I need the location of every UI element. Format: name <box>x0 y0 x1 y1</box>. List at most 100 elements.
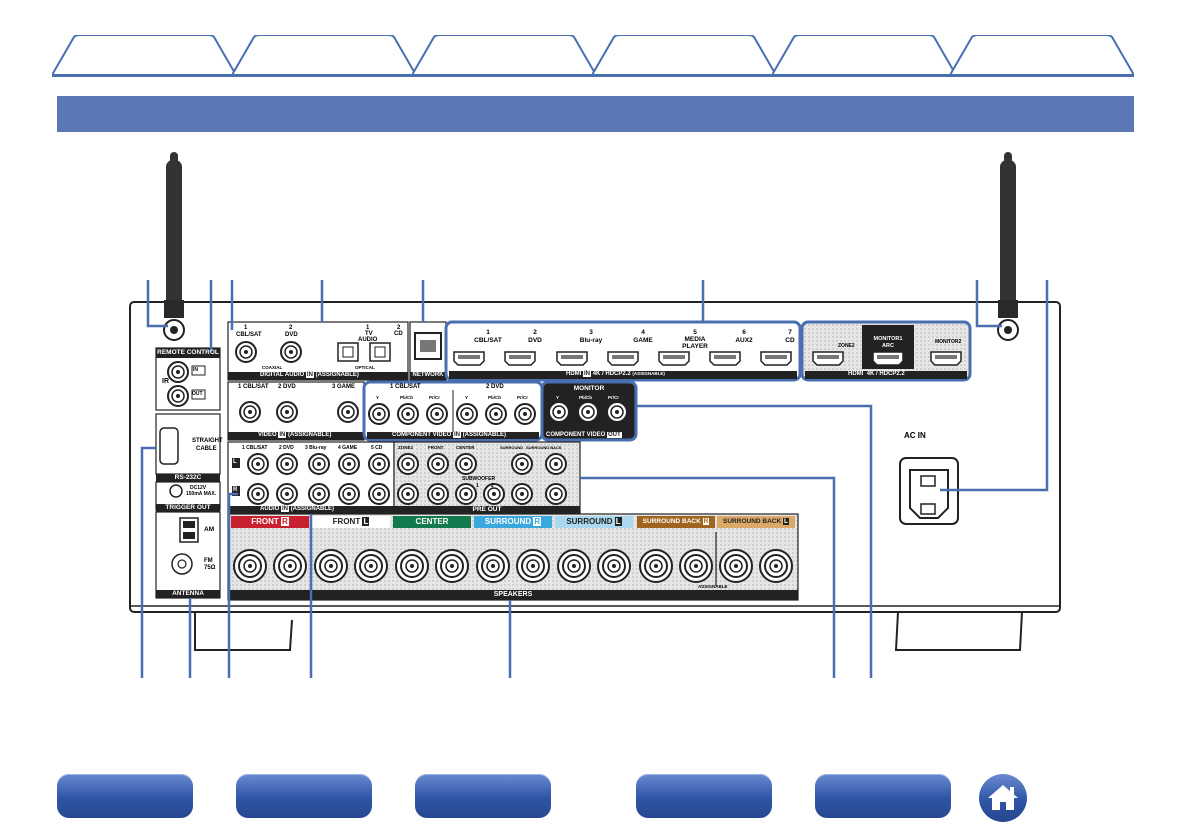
da-jack3-num: 1 <box>366 325 370 331</box>
preout-front-label: FRONT <box>428 445 444 450</box>
fm-label-2: 75Ω <box>204 565 216 571</box>
network-label: NETWORK <box>412 372 444 378</box>
audio-jack1-label: 1 CBL/SAT <box>242 445 268 451</box>
tab-3[interactable] <box>412 35 596 75</box>
fm-label-1: FM <box>204 558 213 564</box>
ir-in-label: IN <box>193 367 198 373</box>
component-group1-label: 1 CBL/SAT <box>390 384 421 390</box>
audio-l-label: L <box>233 459 237 465</box>
component-out-title: COMPONENT VIDEO OUT <box>546 432 622 438</box>
video-title: VIDEO IN (ASSIGNABLE) <box>258 432 332 438</box>
spk-center-label: CENTER <box>415 517 449 526</box>
speakers-title: SPEAKERS <box>493 591 533 598</box>
am-label: AM <box>204 526 215 533</box>
spk-surround-r-label: SURROUND R <box>484 517 542 526</box>
hdmi-in-title: HDMI IN 4K / HDCP2.2 (ASSIGNABLE) <box>566 371 665 377</box>
hdmi-out-title: HDMI 4K / HDCP2.2 <box>848 371 905 377</box>
da-jack2-num: 2 <box>289 325 293 331</box>
da-jack1-num: 1 <box>244 325 248 331</box>
preout-sub2-label: 2 <box>491 483 494 489</box>
tab-5[interactable] <box>772 35 956 75</box>
tab-1[interactable] <box>52 35 236 75</box>
antenna-left <box>163 152 185 341</box>
rear-panel-diagram <box>129 152 1061 678</box>
preout-subwoofer-label: SUBWOOFER <box>462 476 496 482</box>
component-y-2: Y <box>465 395 469 400</box>
hdmi-monitor2-label: MONITOR2 <box>935 339 962 345</box>
component-pr-1: Pr/Cr <box>429 395 441 400</box>
nav-button-1[interactable] <box>57 774 193 818</box>
optical-label: OPTICAL <box>355 365 375 370</box>
tab-bar-underline <box>52 74 1134 77</box>
preout-sub1-label: 1 <box>476 483 479 489</box>
component-pb-2: Pb/Cb <box>488 395 501 400</box>
tab-6[interactable] <box>950 35 1134 75</box>
spk-surround-l-label: SURROUND L <box>566 517 622 526</box>
component-monitor-label: MONITOR <box>573 385 605 392</box>
audio-r-label: R <box>233 487 238 493</box>
spk-front-r-label: FRONT R <box>251 517 289 526</box>
component-out-pb: Pb/Cb <box>579 395 592 400</box>
spk-front-l-label: FRONT L <box>332 517 370 526</box>
da-jack4-name: CD <box>394 331 403 337</box>
nav-button-2[interactable] <box>236 774 372 818</box>
straight-label-2: CABLE <box>196 446 217 452</box>
digital-audio-title: DIGITAL AUDIO IN (ASSIGNABLE) <box>260 372 359 378</box>
hdmi-zone2-label: ZONE2 <box>838 343 855 349</box>
tab-4[interactable] <box>592 35 776 75</box>
component-group2-label: 2 DVD <box>486 384 504 390</box>
preout-title: PRE OUT <box>472 506 502 513</box>
audio-jack3-label: 3 Blu-ray <box>305 445 327 451</box>
component-y-1: Y <box>376 395 380 400</box>
audio-jack2-label: 2 DVD <box>279 445 294 451</box>
coaxial-label: COAXIAL <box>262 365 283 370</box>
da-jack4-num: 2 <box>397 325 401 331</box>
preout-surround-back-label: SURROUND BACK <box>526 445 562 450</box>
da-jack3-name-1: TV <box>365 331 373 337</box>
component-pb-1: Pb/Cb <box>400 395 413 400</box>
spk-surround-back-r-label: SURROUND BACK R <box>642 518 710 525</box>
remote-control-label: REMOTE CONTROL <box>157 349 219 356</box>
nav-button-5[interactable] <box>815 774 951 818</box>
component-out-y: Y <box>556 395 560 400</box>
section-banner <box>57 96 1134 132</box>
spk-assignable-label: ASSIGNABLE <box>698 584 728 589</box>
audio-jack5-label: 5 CD <box>371 445 383 451</box>
callout-lines <box>140 280 1049 678</box>
preout-zone2-label: ZONE2 <box>398 445 414 450</box>
preout-center-label: CENTER <box>456 445 475 450</box>
nav-button-4[interactable] <box>636 774 772 818</box>
antenna-right <box>997 152 1019 341</box>
ir-label: IR <box>162 378 169 385</box>
audio-jack4-label: 4 GAME <box>338 445 358 451</box>
da-jack3-name-2: AUDIO <box>358 337 378 343</box>
home-icon <box>988 785 1018 810</box>
preout-surround-label: SURROUND <box>500 445 524 450</box>
tab-2[interactable] <box>232 35 416 75</box>
antenna-label: ANTENNA <box>172 590 204 597</box>
video-jack2-label: 2 DVD <box>278 384 296 390</box>
ir-out-label: OUT <box>192 391 203 397</box>
ac-in-label: AC IN <box>904 431 926 440</box>
dc12v-label-2: 150mA MAX. <box>186 491 217 497</box>
nav-button-3[interactable] <box>415 774 551 818</box>
video-jack3-label: 3 GAME <box>332 384 356 390</box>
dc12v-label-1: DC12V <box>190 485 207 491</box>
audio-title: AUDIO IN (ASSIGNABLE) <box>260 506 335 512</box>
da-jack1-name: CBL/SAT <box>236 332 262 338</box>
home-button[interactable] <box>979 774 1027 822</box>
video-jack1-label: 1 CBL/SAT <box>238 384 269 390</box>
spk-surround-back-l-label: SURROUND BACK L <box>723 518 789 525</box>
component-pr-2: Pr/Cr <box>517 395 529 400</box>
trigger-out-label: TRIGGER OUT <box>165 504 211 511</box>
rs232c-label: RS-232C <box>174 474 202 481</box>
da-jack2-name: DVD <box>285 332 298 338</box>
